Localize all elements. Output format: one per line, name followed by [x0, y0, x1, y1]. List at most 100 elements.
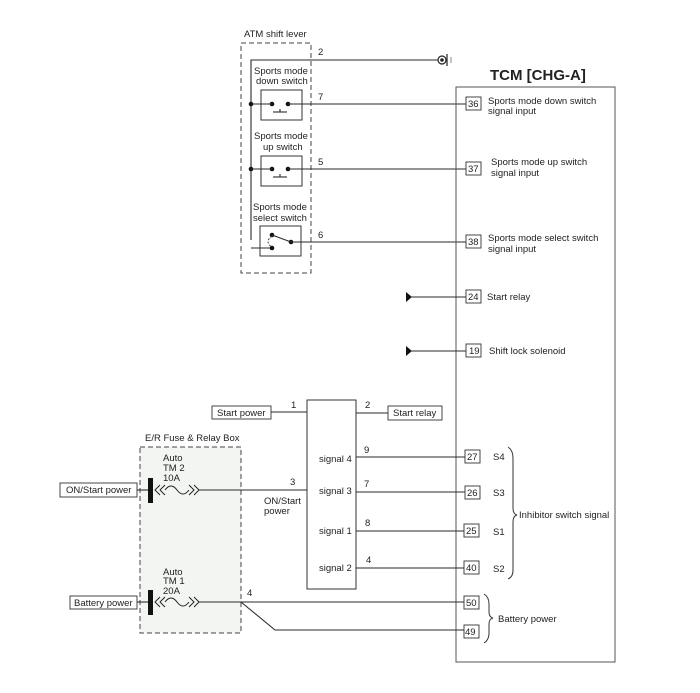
switch-box — [260, 89, 303, 121]
fuse-auto-tm2: Auto TM 2 10A 3 ON/Start power — [148, 453, 307, 517]
svg-text:27: 27 — [467, 452, 478, 463]
tcm-pin-38: 38 Sports mode select switch signal inpu… — [465, 233, 598, 255]
svg-text:8: 8 — [365, 518, 370, 529]
pin-number: 6 — [318, 230, 323, 241]
tcm-pin-27: 27 S4 — [464, 449, 505, 464]
tcm-pin-25: 25 S1 — [463, 523, 505, 538]
ground-icon — [437, 54, 452, 66]
shift-lever-enclosure — [240, 42, 312, 274]
svg-text:7: 7 — [364, 479, 369, 490]
svg-text:50: 50 — [466, 598, 477, 609]
svg-text:9: 9 — [364, 445, 369, 456]
svg-text:37: 37 — [468, 164, 479, 175]
svg-text:signal 2: signal 2 — [319, 563, 352, 574]
svg-text:Auto: Auto — [163, 453, 183, 464]
svg-text:TM 1: TM 1 — [163, 576, 185, 587]
sports-mode-down-switch: Sports mode down switch 7 — [248, 66, 323, 121]
start-power-label: Start power — [217, 408, 266, 419]
signal-4: signal 4 9 — [319, 445, 465, 465]
pin-number: 5 — [318, 157, 323, 168]
svg-text:24: 24 — [468, 292, 479, 303]
on-start-power-terminal: ON/Start power — [59, 482, 148, 498]
svg-text:20A: 20A — [163, 586, 181, 597]
on-start-power-source-label: ON/Start power — [66, 485, 131, 496]
sports-mode-up-switch: Sports mode up switch 5 — [248, 131, 323, 187]
svg-text:signal 3: signal 3 — [319, 486, 352, 497]
svg-text:signal input: signal input — [491, 168, 539, 179]
on-start-power-label-line2: power — [264, 506, 290, 517]
pin-number: 2 — [365, 400, 370, 411]
svg-text:10A: 10A — [163, 473, 181, 484]
ground-wire: 2 — [250, 47, 442, 240]
sports-mode-select-switch: Sports mode select switch 6 — [251, 202, 323, 257]
svg-text:S3: S3 — [493, 488, 505, 499]
battery-power-source-label: Battery power — [74, 598, 133, 609]
switch-label-line1: Sports mode — [253, 202, 307, 213]
svg-text:Start relay: Start relay — [487, 292, 531, 303]
fuse-icon — [164, 597, 190, 607]
start-relay-label: Start relay — [393, 408, 437, 419]
tcm-pin-49: 49 — [463, 624, 480, 639]
battery-power-terminal: Battery power — [69, 595, 148, 610]
inhibitor-brace: Inhibitor switch signal — [507, 446, 609, 580]
svg-text:S1: S1 — [493, 527, 505, 538]
svg-text:Auto: Auto — [163, 567, 183, 578]
svg-text:signal 1: signal 1 — [319, 526, 352, 537]
arrow-icon — [406, 292, 412, 302]
switch-box — [259, 225, 302, 257]
fuse-auto-tm1: Auto TM 1 20A 4 — [148, 567, 464, 631]
start-power-terminal: Start power 1 — [211, 400, 307, 420]
fuse-icon — [164, 485, 190, 495]
svg-text:S4: S4 — [493, 452, 505, 463]
svg-text:S2: S2 — [493, 564, 505, 575]
switch-label-line1: Sports mode — [254, 131, 308, 142]
svg-text:TM 2: TM 2 — [163, 463, 185, 474]
tcm-pin-40: 40 S2 — [463, 560, 505, 575]
switch-label-line1: Sports mode — [254, 66, 308, 77]
pin-number: 7 — [318, 92, 323, 103]
inhibitor-switch-box — [306, 399, 357, 590]
svg-text:signal 4: signal 4 — [319, 454, 352, 465]
tcm-box — [455, 86, 616, 663]
svg-text:40: 40 — [466, 563, 477, 574]
svg-text:26: 26 — [467, 488, 478, 499]
svg-text:25: 25 — [466, 526, 477, 537]
pin-number: 3 — [290, 477, 295, 488]
arrow-icon — [406, 346, 412, 356]
tcm-pin-19: 19 Shift lock solenoid — [406, 343, 566, 358]
shift-lever-title: ATM shift lever — [244, 29, 307, 40]
svg-text:Sports mode up switch: Sports mode up switch — [491, 157, 587, 168]
svg-text:Shift lock solenoid: Shift lock solenoid — [489, 346, 566, 357]
fuse-box-title: E/R Fuse & Relay Box — [145, 433, 240, 444]
inhibitor-group-label: Inhibitor switch signal — [519, 510, 609, 521]
signal-2: signal 2 4 — [319, 555, 464, 574]
pin-number: 4 — [247, 588, 252, 599]
svg-text:49: 49 — [465, 627, 476, 638]
tcm-title: TCM [CHG-A] — [490, 67, 586, 84]
ground-pin-number: 2 — [318, 47, 323, 58]
svg-text:signal input: signal input — [488, 244, 536, 255]
battery-brace: Battery power — [483, 593, 557, 644]
svg-text:38: 38 — [468, 237, 479, 248]
pin-number: 1 — [291, 400, 296, 411]
signal-3: signal 3 7 — [319, 479, 465, 497]
start-relay-terminal: 2 Start relay — [356, 400, 443, 421]
tcm-pin-36: 36 Sports mode down switch signal input — [465, 96, 596, 117]
tcm-pin-24: 24 Start relay — [406, 289, 531, 304]
tcm-pin-37: 37 Sports mode up switch signal input — [465, 157, 587, 179]
switch-label-line2: down switch — [256, 76, 308, 87]
svg-text:36: 36 — [468, 99, 479, 110]
switch-label-line2: select switch — [253, 213, 307, 224]
svg-text:Sports mode down switch: Sports mode down switch — [488, 96, 596, 107]
battery-group-label: Battery power — [498, 614, 557, 625]
connector-icon — [148, 590, 153, 615]
switch-box — [260, 155, 303, 187]
on-start-power-label-line1: ON/Start — [264, 496, 301, 507]
svg-text:Sports mode select switch: Sports mode select switch — [488, 233, 598, 244]
connector-icon — [148, 478, 153, 503]
svg-text:4: 4 — [366, 555, 371, 566]
signal-1: signal 1 8 — [319, 518, 464, 537]
tcm-pin-26: 26 S3 — [464, 485, 505, 500]
svg-text:signal input: signal input — [488, 106, 536, 117]
